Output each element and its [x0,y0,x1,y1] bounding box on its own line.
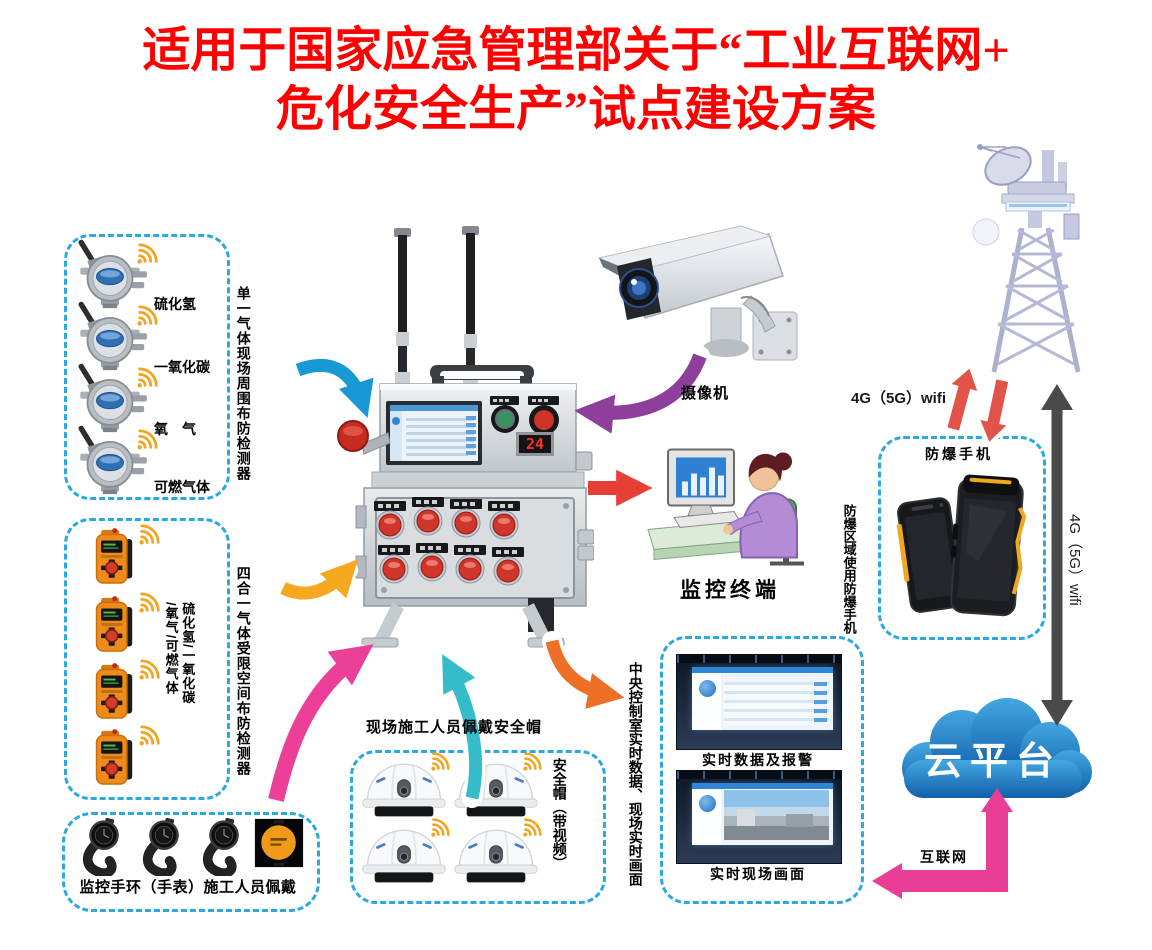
smart-watch-face-icon [254,818,304,868]
vertical-link-label: 4G（5G）wifi [1066,514,1083,606]
gas-label: 硫化氢 [154,296,196,312]
wifi-signal-icon [138,659,160,681]
four-in-one-box-side-label: 四合一气体受限空间布防检测器 [235,566,252,776]
four-in-one-detector-box [64,518,230,800]
wifi-signal-icon [522,752,542,772]
wifi-signal-icon [522,818,542,838]
screen-header-bar [691,782,833,789]
realtime-data-screen-image [676,654,842,750]
wristband-box [62,812,320,912]
communication-tower-illustration [972,144,1081,373]
four-in-one-gas-types-label: 硫化氢/一氧化碳 /氧气/可燃气体 [163,602,196,705]
screen-logo [698,679,716,697]
wifi-signal-icon [136,243,158,265]
camera-caption: 摄像机 [680,385,729,402]
device-digital-display: 24 [526,435,544,453]
wifi-label: 4G（5G）wifi [851,390,947,407]
portable-gas-detector-icon [92,662,136,724]
control-device-illustration: 24 [337,226,594,648]
gas-label: 一氧化碳 [154,359,210,375]
helmet-box-side-label: 安全帽（带视频） [551,758,568,870]
wifi-signal-icon [430,818,450,838]
wristband-box-caption: 监控手环（手表）施工人员佩戴 [79,879,297,896]
single-gas-detector-box [64,234,230,500]
monitoring-terminal-illustration [647,448,804,566]
explosion-proof-phone-box [878,436,1046,640]
terminal-caption: 监控终端 [680,579,780,602]
portable-gas-detector-icon [92,728,136,790]
wifi-signal-icon [430,752,450,772]
smart-watch-icon [196,816,248,876]
phone-box-caption: 防爆手机 [925,446,993,462]
gas-types-col-right: 硫化氢/一氧化碳 [180,602,196,705]
wifi-signal-icon [138,725,160,747]
page-title: 适用于国家应急管理部关于“工业互联网+ 危化安全生产”试点建设方案 [0,22,1152,139]
data-table-rows [724,682,829,726]
rugged-phones-illustration [896,474,1027,617]
internet-label: 互联网 [920,849,968,865]
gas-label: 氧 气 [154,421,196,437]
phone-box-side-label: 防爆区域使用防爆手机 [841,504,857,634]
live-site-caption: 实时现场画面 [710,866,806,882]
page-title-line2: 危化安全生产”试点建设方案 [275,82,876,136]
cloud-platform-illustration [902,698,1092,798]
screen-logo [698,795,716,813]
control-room-box [660,636,864,904]
control-room-ceiling [677,771,841,780]
gas-label: 可燃气体 [154,479,210,495]
screen-header-bar [691,667,833,673]
gas-types-col-left: /氧气/可燃气体 [163,602,179,696]
portable-gas-detector-icon [92,595,136,657]
smart-watch-icon [136,816,188,876]
helmet-box-top-caption: 现场施工人员佩戴安全帽 [366,719,543,736]
realtime-data-caption: 实时数据及报警 [702,752,814,768]
site-photo [724,790,829,840]
cctv-camera-illustration [597,225,798,361]
cloud-platform-label: 云平台 [923,741,1062,783]
single-gas-box-side-label: 单一气体现场周围布防检测器 [235,286,252,481]
live-site-screen-image [676,770,842,864]
big-screen [691,782,833,845]
control-room-ceiling [677,655,841,664]
big-screen [691,667,833,731]
portable-gas-detector-icon [92,527,136,589]
action-chips [814,682,828,726]
wifi-signal-icon [138,592,160,614]
wifi-signal-icon [138,524,160,546]
arrow-wristband-to-device [268,644,374,802]
page-title-line1: 适用于国家应急管理部关于“工业互联网+ [142,24,1010,77]
control-room-side-label: 中央控制室实时数据、现场实时画面 [627,662,644,886]
smart-watch-icon [76,816,128,876]
